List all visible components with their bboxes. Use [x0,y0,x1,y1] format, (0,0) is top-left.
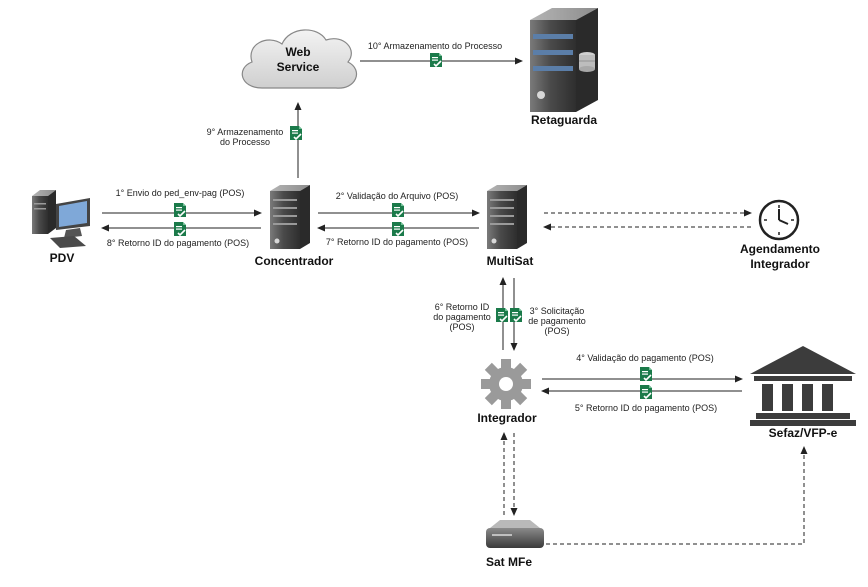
step-5-label: 5° Retorno ID do pagamento (POS) [575,403,717,413]
concentrador-server-icon [270,185,310,249]
step-3-label-line2: de pagamento [528,316,586,326]
document-check-icon [509,307,523,323]
pdv-label: PDV [50,251,75,265]
agendamento-label-line1: Agendamento [740,242,820,256]
step-2-label: 2° Validação do Arquivo (POS) [336,191,459,201]
step-10-label: 10° Armazenamento do Processo [368,41,502,51]
document-check-icon [391,202,405,218]
step-6-label-line2: do pagamento [433,312,491,322]
web-service-label-line2: Service [277,60,320,74]
web-service-cloud-icon [241,29,358,89]
step-3-label-line1: 3° Solicitação [530,306,585,316]
sefaz-label: Sefaz/VFP-e [769,426,838,440]
document-check-icon [639,384,653,400]
step-4-label: 4° Validação do pagamento (POS) [576,353,714,363]
document-check-icon [173,221,187,237]
gear-icon [481,359,531,409]
document-check-icon [289,125,303,141]
step-6-label-line1: 6° Retorno ID [435,302,490,312]
step-3-label-line3: (POS) [544,326,569,336]
document-check-icon [429,52,443,68]
step-9-label-line1: 9° Armazenamento [207,127,284,137]
sat-mfe-label: Sat MFe [486,555,532,569]
integrador-label: Integrador [477,411,537,425]
bank-icon [750,346,856,426]
retaguarda-server-icon [530,8,598,112]
document-check-icon [391,221,405,237]
document-check-icon [639,366,653,382]
document-check-icon [173,202,187,218]
pdv-computer-icon [32,190,90,248]
multisat-server-icon [487,185,527,249]
multisat-label: MultiSat [487,254,534,268]
agendamento-label-line2: Integrador [750,257,810,271]
arrow-satmfe-sefaz [546,446,808,545]
step-6-label-line3: (POS) [449,322,474,332]
web-service-label-line1: Web [285,45,310,59]
concentrador-label: Concentrador [255,254,334,268]
retaguarda-label: Retaguarda [531,113,597,127]
step-9-label-line2: do Processo [220,137,270,147]
clock-icon [758,199,800,241]
sat-mfe-device-icon [486,520,544,548]
document-check-icon [495,307,509,323]
step-8-label: 8° Retorno ID do pagamento (POS) [107,238,249,248]
step-7-label: 7° Retorno ID do pagamento (POS) [326,237,468,247]
step-1-label: 1° Envio do ped_env-pag (POS) [116,188,245,198]
